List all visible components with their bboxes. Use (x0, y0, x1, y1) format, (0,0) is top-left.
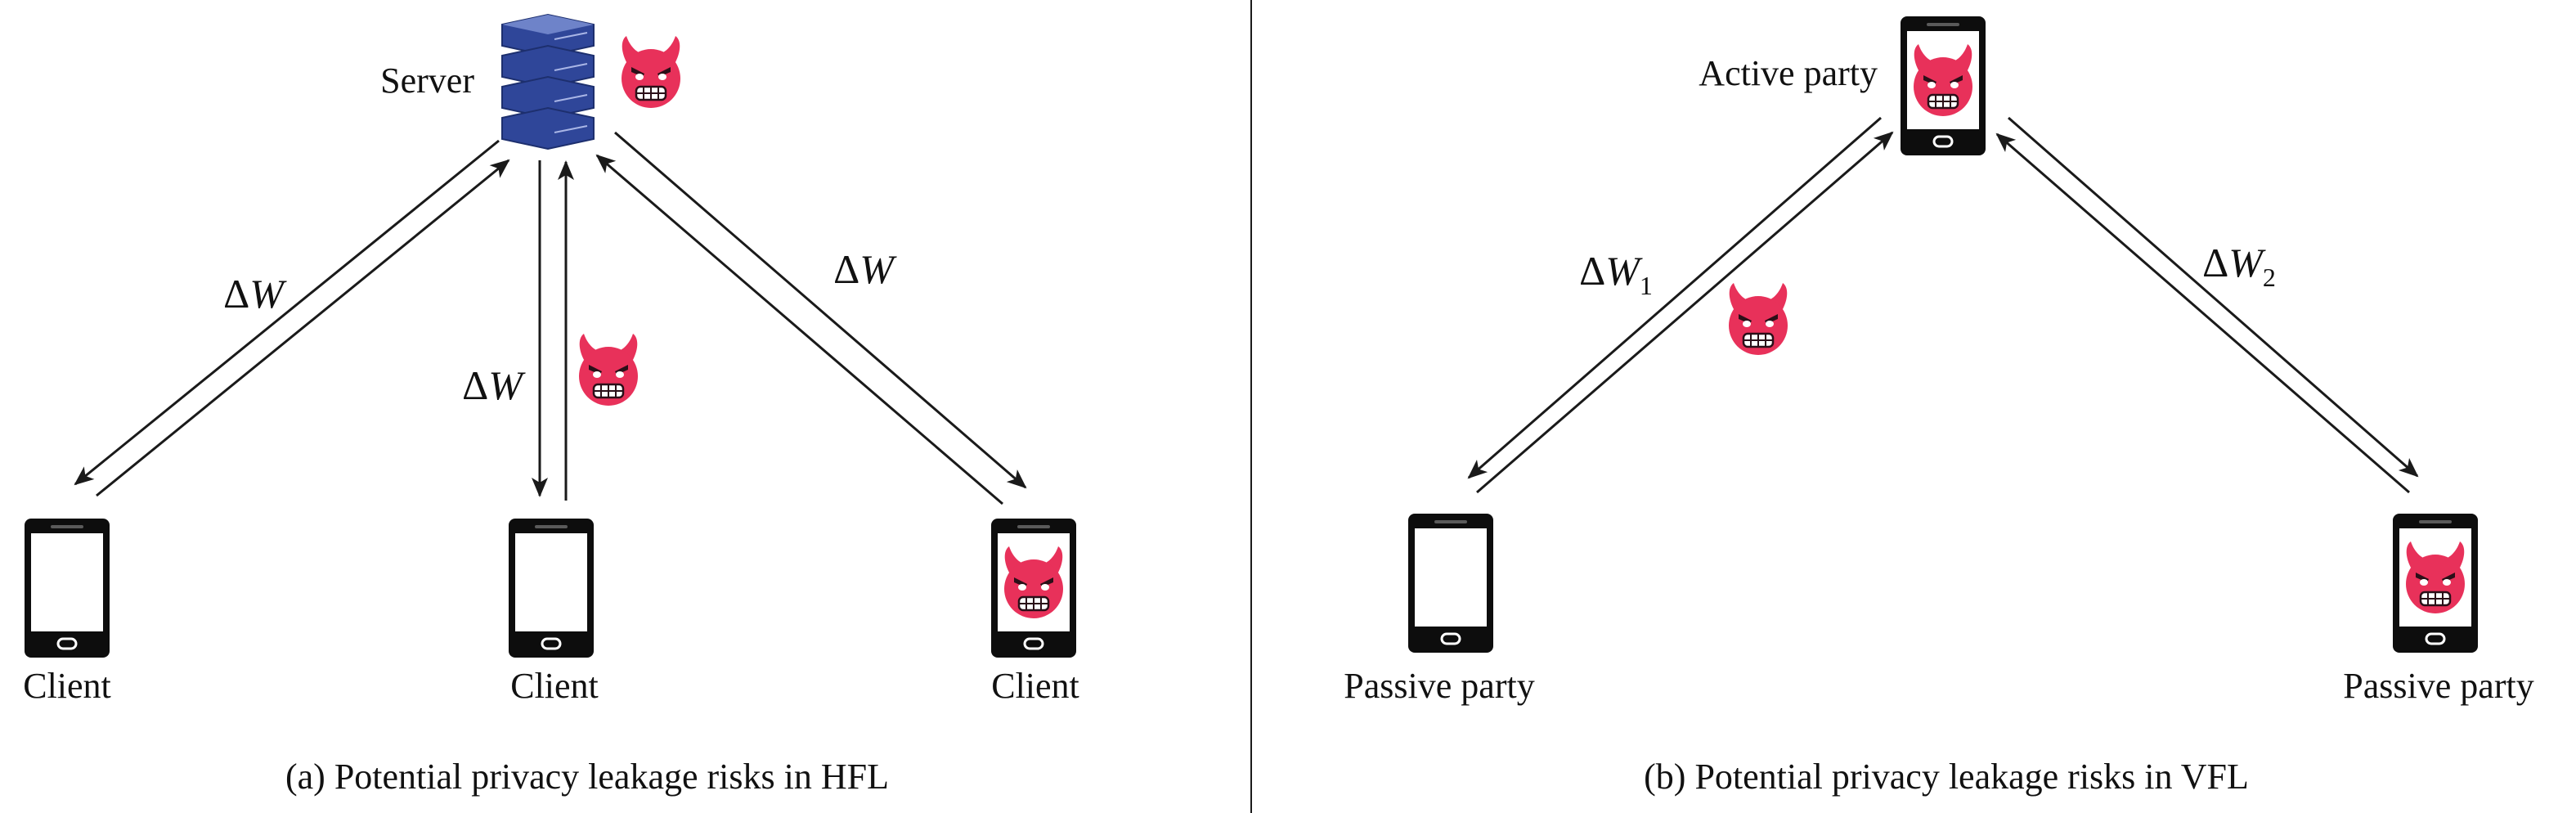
phone-icon (23, 517, 111, 659)
server-icon (501, 13, 595, 150)
edge-center-client (532, 160, 574, 501)
devil-icon (620, 34, 682, 110)
passive-right-label: Passive party (2343, 666, 2533, 706)
edge-passive-left (1467, 116, 1894, 494)
phone-icon (1407, 512, 1495, 654)
edge-right-label-vfl: ΔW2 (2202, 240, 2276, 292)
vfl-panel: Active party Passive party Passive party… (1344, 15, 2534, 797)
edge-right-label: ΔW (833, 246, 897, 292)
hfl-panel: Server Client Client Client ΔW ΔW (23, 13, 1079, 797)
devil-icon (577, 332, 640, 407)
edge-left-label: ΔW (223, 271, 287, 317)
devil-icon (1727, 281, 1789, 357)
server-label: Server (380, 61, 474, 101)
vfl-caption: (b) Potential privacy leakage risks in V… (1644, 757, 2249, 797)
passive-left-label: Passive party (1344, 666, 1534, 706)
edge-right-client (595, 131, 1027, 505)
hfl-caption: (a) Potential privacy leakage risks in H… (285, 757, 889, 797)
client-center-label: Client (510, 666, 599, 706)
phone-icon (507, 517, 595, 659)
edge-left-label-vfl: ΔW1 (1579, 248, 1653, 300)
edge-passive-right (1995, 116, 2419, 494)
client-right-label: Client (991, 666, 1079, 706)
active-party-label: Active party (1699, 53, 1878, 93)
edge-center-label: ΔW (462, 362, 526, 408)
edge-left-client (74, 139, 510, 497)
client-left-label: Client (23, 666, 111, 706)
